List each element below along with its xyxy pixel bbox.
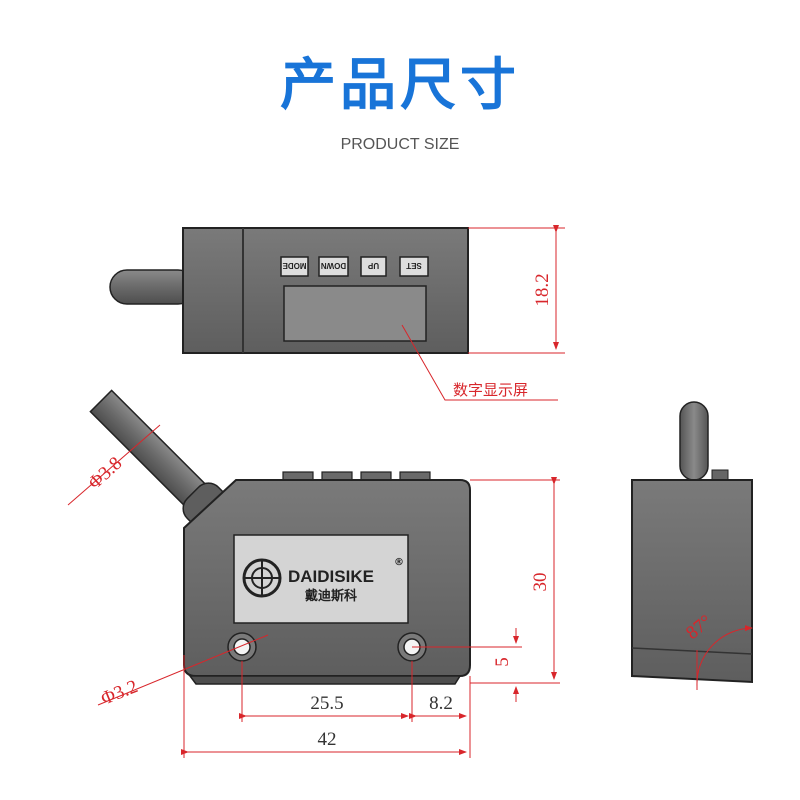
up-button-label: UP [367,261,379,270]
set-button[interactable] [399,256,429,277]
dim-cable-dia-line [67,424,161,506]
dim-hole-spacing-25-5: 25.5 [310,693,343,714]
button-panel: MODE DOWN UP SET [280,256,429,277]
page-subtitle: PRODUCT SIZE [340,136,460,153]
dim-right-offset-8-2: 8.2 [429,693,453,714]
dim-height-18-2: 18.2 [532,273,553,306]
side-button-nub [711,469,729,481]
brand-name-cn: 戴迪斯科 [305,588,357,604]
down-button[interactable] [318,256,349,277]
front-view: DAIDISIKE ® 戴迪斯科 Φ3.8 Φ3.2 30 5 25.5 8.2 [67,389,560,758]
digital-display [283,285,427,342]
mode-button[interactable] [280,256,309,277]
angle-arc [696,625,753,687]
dim-width-42: 42 [318,729,337,750]
front-foot [188,675,462,685]
up-button[interactable] [360,256,387,277]
dim-cable-dia: Φ3.8 [84,453,126,494]
dim-hole-dia: Φ3.2 [98,676,141,710]
down-button-label: DOWN [321,261,347,270]
top-view: MODE DOWN UP SET 数字显示屏 18.2 [109,225,565,401]
display-callout-line [401,324,558,401]
side-view: 87° [631,401,753,690]
display-callout-label: 数字显示屏 [453,381,528,399]
brand-logo-icon [242,558,282,598]
dim-height-30: 30 [530,573,551,592]
set-button-label: SET [406,261,422,270]
brand-name: DAIDISIKE [288,567,374,586]
registered-mark: ® [394,557,404,568]
side-foot-line [631,647,753,655]
page-title: 产品尺寸 [280,53,520,118]
side-body [631,479,753,684]
dim-hole-dia-line [97,634,269,706]
dim-hole-offset-5: 5 [492,657,513,667]
mode-button-label: MODE [282,261,307,270]
side-cable [679,401,709,481]
